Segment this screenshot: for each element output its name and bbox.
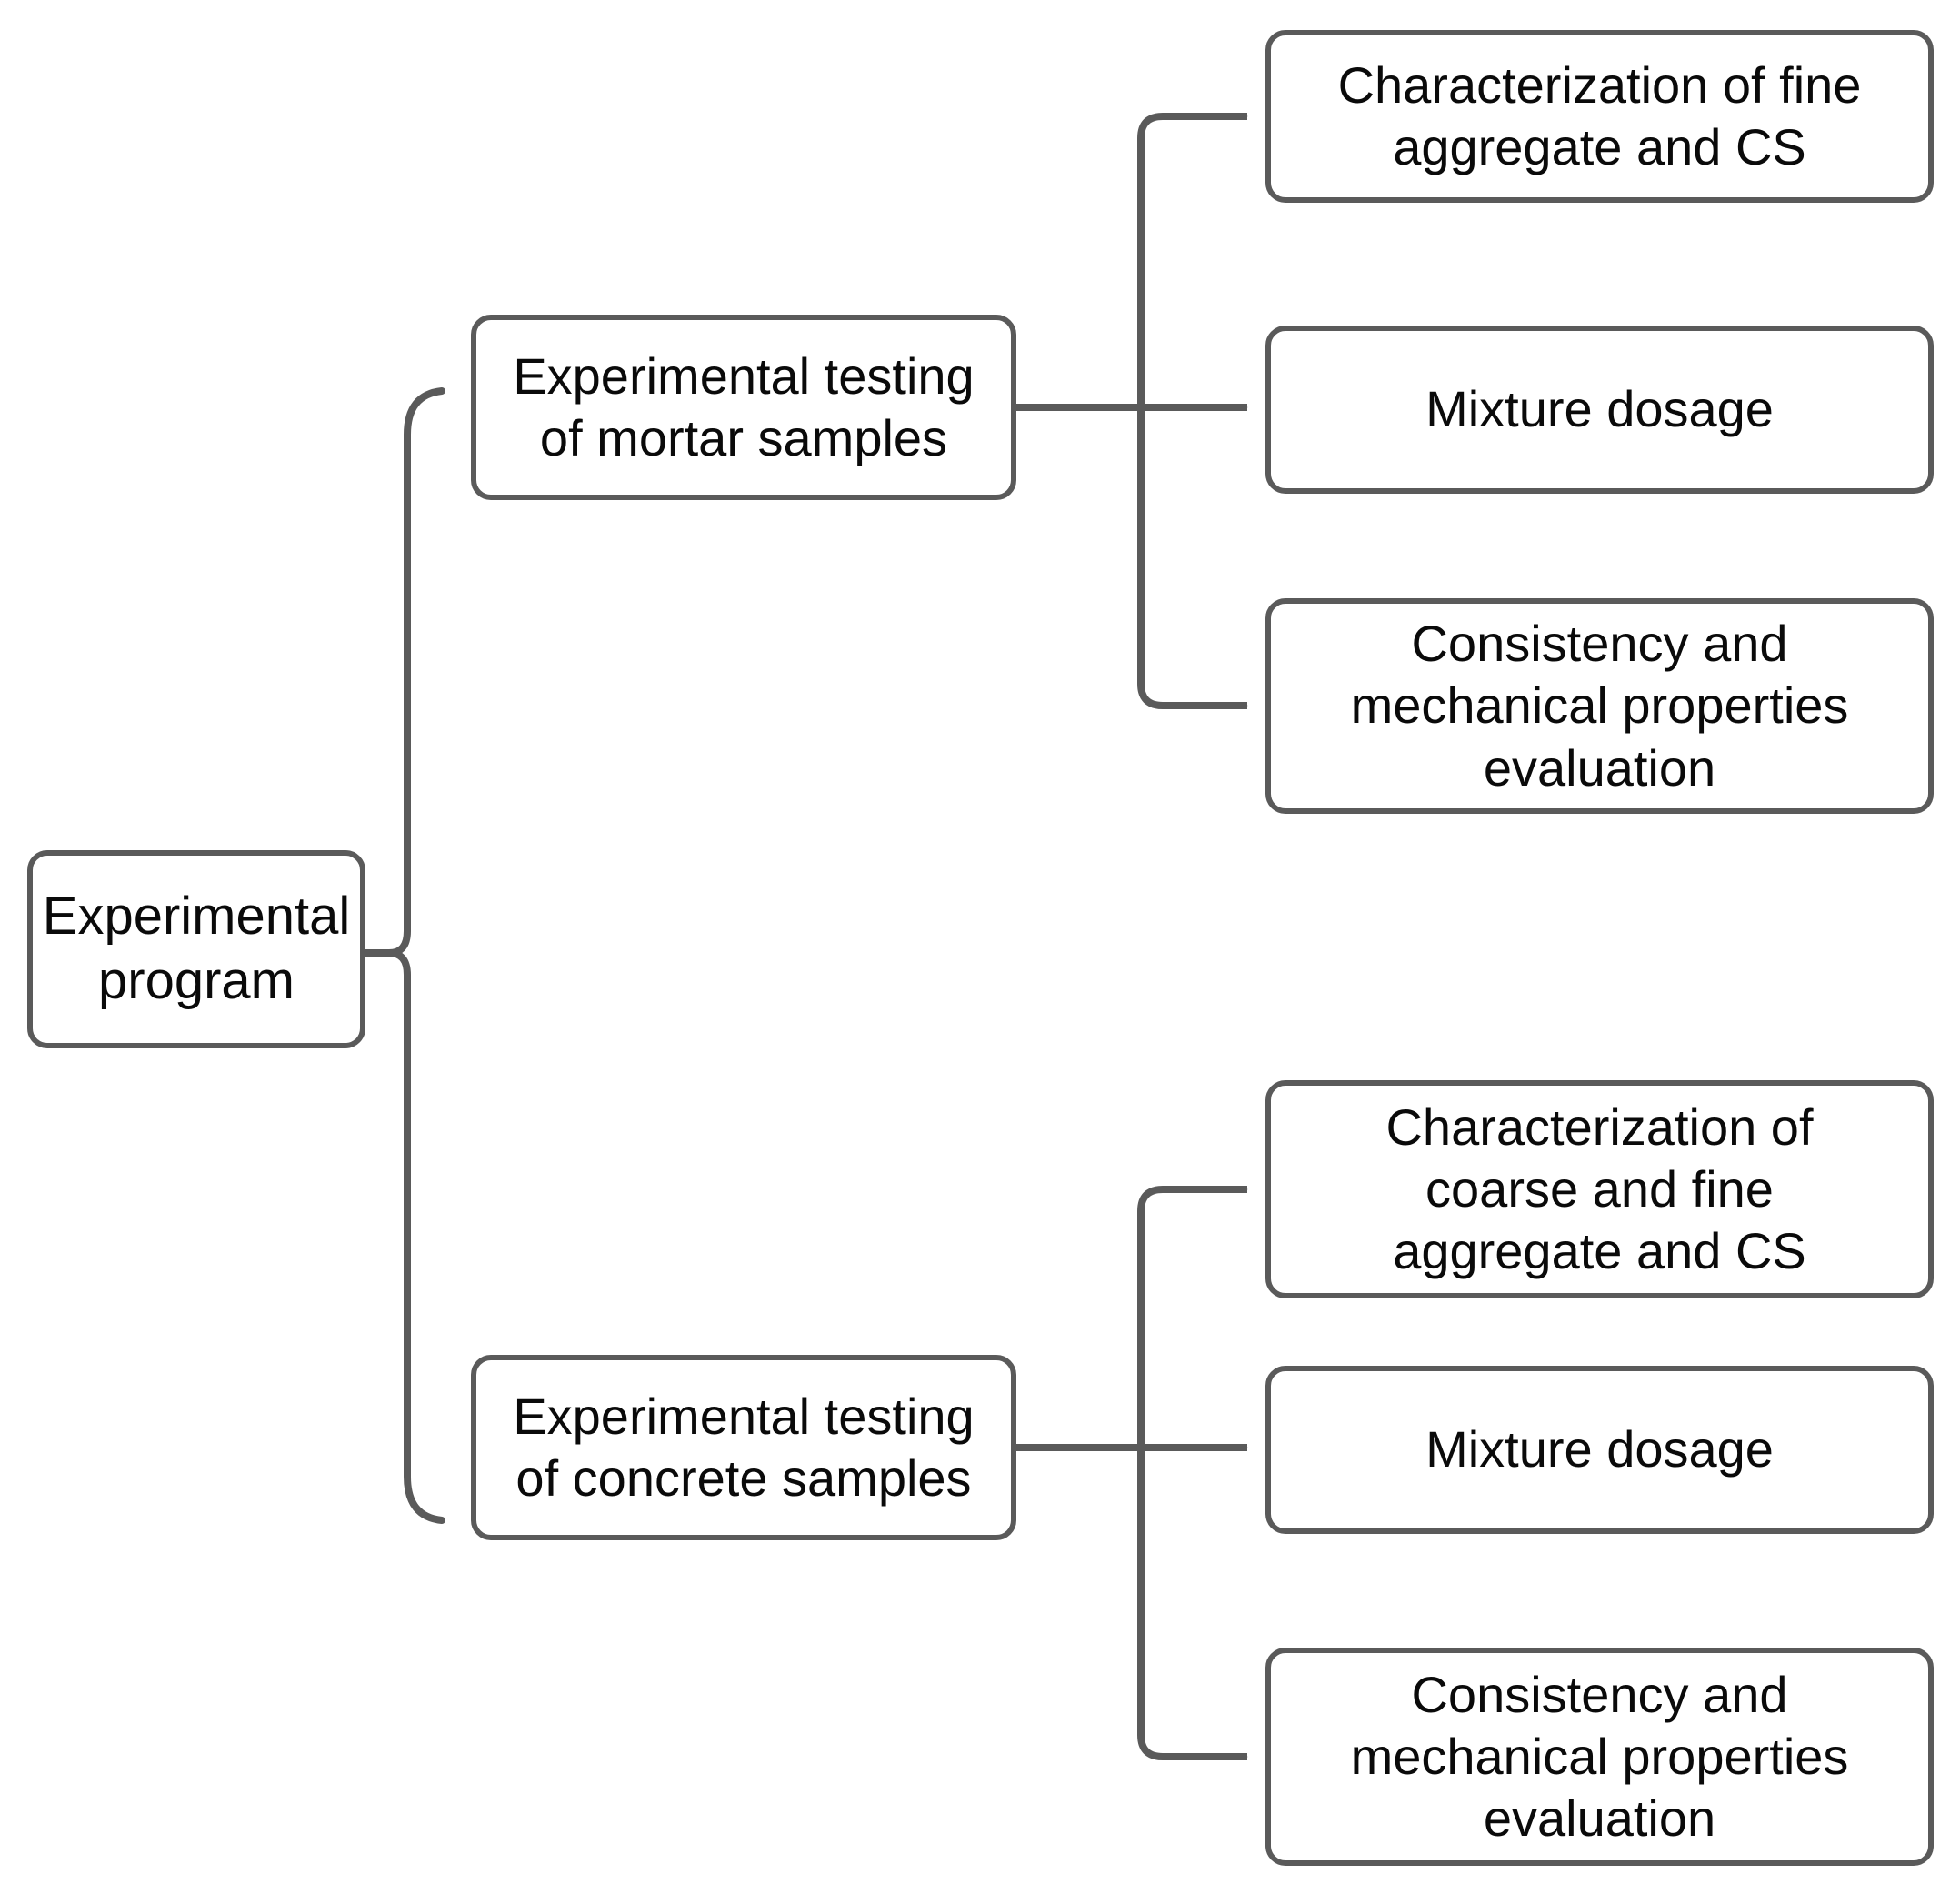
curly-brace-connector [362,387,445,1524]
node-experimental-testing-of-mortar-samples[interactable]: Experimental testing of mortar samples [471,315,1016,500]
node-mortar-consistency-and-mechanical-properties-evaluation[interactable]: Consistency and mechanical properties ev… [1265,598,1934,814]
node-concrete-mixture-dosage[interactable]: Mixture dosage [1265,1366,1934,1534]
node-experimental-program[interactable]: Experimental program [27,850,365,1048]
node-characterization-of-coarse-and-fine-aggregate-and-cs[interactable]: Characterization of coarse and fine aggr… [1265,1080,1934,1298]
node-experimental-testing-of-concrete-samples[interactable]: Experimental testing of concrete samples [471,1355,1016,1540]
node-concrete-consistency-and-mechanical-properties-evaluation[interactable]: Consistency and mechanical properties ev… [1265,1648,1934,1866]
node-characterization-of-fine-aggregate-and-cs[interactable]: Characterization of fine aggregate and C… [1265,30,1934,203]
node-mortar-mixture-dosage[interactable]: Mixture dosage [1265,326,1934,494]
concrete-branch-connectors [1016,1186,1248,1760]
mortar-branch-connectors [1016,113,1248,709]
